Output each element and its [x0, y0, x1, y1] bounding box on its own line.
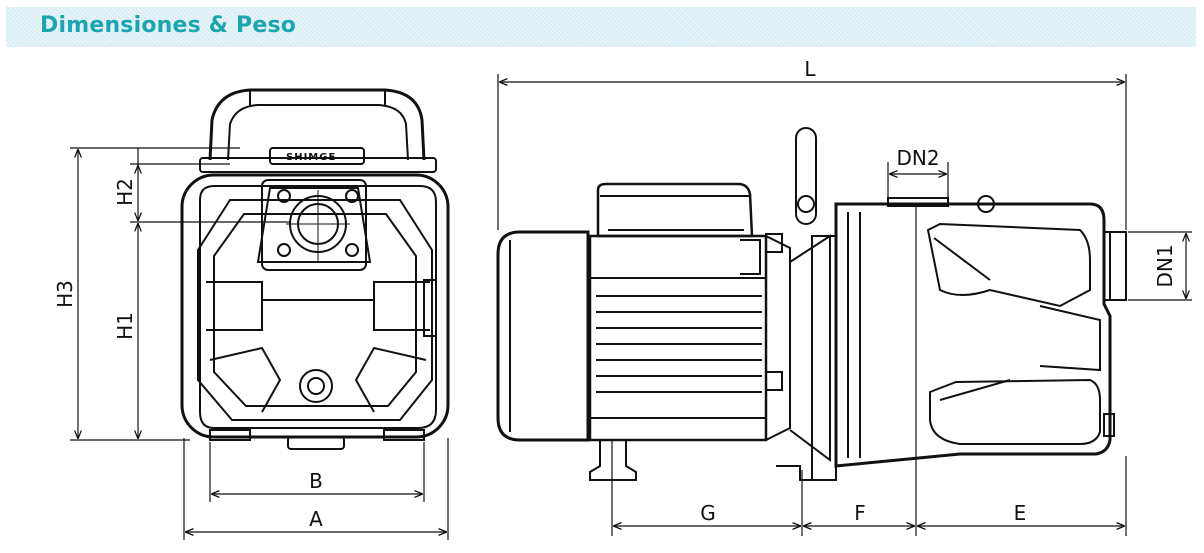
discharge-port	[887, 197, 949, 207]
brand-label: SHIMGE	[286, 152, 336, 163]
side-handle	[795, 127, 817, 225]
dim-dn2-label: DN2	[896, 146, 939, 170]
discharge-flange	[261, 179, 367, 271]
dim-l-label: L	[804, 57, 816, 81]
dim-h1-label: H1	[113, 312, 137, 340]
front-view	[180, 88, 450, 450]
dim-h2-label: H2	[113, 178, 137, 206]
motor-body	[588, 234, 768, 442]
pump-casing	[834, 202, 1112, 468]
suction-port	[1103, 231, 1127, 301]
dim-a-label: A	[309, 507, 323, 531]
dim-h3-label: H3	[53, 280, 77, 308]
section-title: Dimensiones & Peso	[40, 13, 297, 38]
dim-dn1-label: DN1	[1153, 244, 1177, 287]
side-view	[496, 127, 1127, 481]
dim-g-label: G	[700, 501, 716, 525]
section-header: Dimensiones & Peso	[6, 7, 1196, 47]
dim-f-label: F	[854, 501, 866, 525]
terminal-box	[596, 182, 754, 238]
motor-fan-cover	[496, 230, 590, 442]
dim-e-label: E	[1014, 501, 1027, 525]
pump-handle	[208, 88, 426, 161]
dim-b-label: B	[309, 469, 323, 493]
